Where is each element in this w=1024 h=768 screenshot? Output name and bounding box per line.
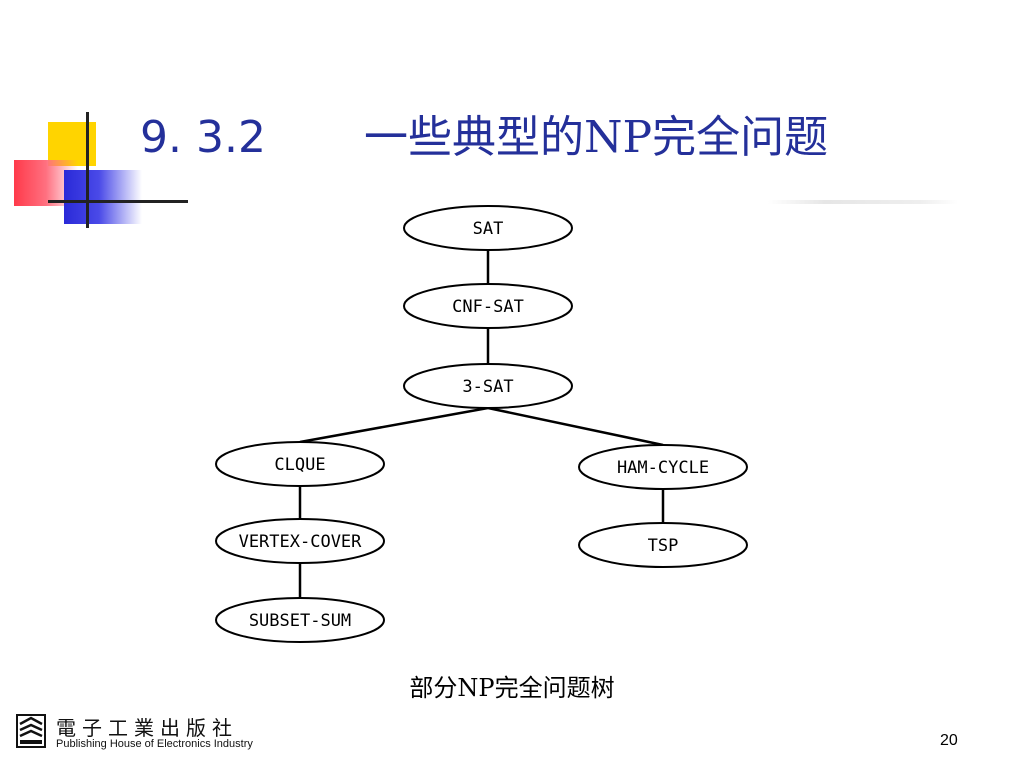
node-label: TSP — [648, 536, 679, 556]
node-clque: CLQUE — [215, 441, 385, 487]
node-label: HAM-CYCLE — [617, 458, 709, 478]
node-ellipse — [578, 444, 748, 490]
publisher-name-cn: 電子工業出版社 — [56, 716, 238, 740]
decor-blue-square — [64, 170, 142, 224]
node-label: CNF-SAT — [452, 297, 524, 317]
node-subset-sum: SUBSET-SUM — [215, 597, 385, 643]
slide-title: 9. 3.2 一些典型的NP完全问题 — [140, 108, 828, 168]
node-ellipse — [215, 441, 385, 487]
node-ellipse — [403, 205, 573, 251]
node-ellipse — [578, 522, 748, 568]
node-label: SAT — [473, 219, 504, 239]
publisher-logo — [16, 714, 46, 748]
node-sat: SAT — [403, 205, 573, 251]
page-number: 20 — [940, 732, 958, 749]
node-label: 3-SAT — [462, 377, 513, 397]
node-ham-cycle: HAM-CYCLE — [578, 444, 748, 490]
node-ellipse — [403, 283, 573, 329]
node-cnf-sat: CNF-SAT — [403, 283, 573, 329]
edge-3-sat-to-clque — [299, 406, 489, 444]
node-3-sat: 3-SAT — [403, 363, 573, 409]
node-ellipse — [403, 363, 573, 409]
edge-3-sat-to-ham-cycle — [487, 406, 664, 447]
node-ellipse — [215, 518, 385, 564]
node-ellipse — [215, 597, 385, 643]
decor-vertical-line — [86, 112, 89, 228]
node-label: SUBSET-SUM — [249, 611, 351, 631]
section-title: 一些典型的NP完全问题 — [364, 112, 829, 163]
publisher-name-en: Publishing House of Electronics Industry — [56, 738, 253, 750]
node-label: VERTEX-COVER — [239, 532, 363, 552]
node-tsp: TSP — [578, 522, 748, 568]
node-vertex-cover: VERTEX-COVER — [215, 518, 385, 564]
decor-title-rule — [768, 200, 958, 204]
decor-horizontal-line — [48, 200, 188, 203]
node-label: CLQUE — [274, 455, 325, 475]
section-number: 9. 3.2 — [140, 112, 266, 163]
diagram-caption: 部分NP完全问题树 — [409, 674, 615, 702]
